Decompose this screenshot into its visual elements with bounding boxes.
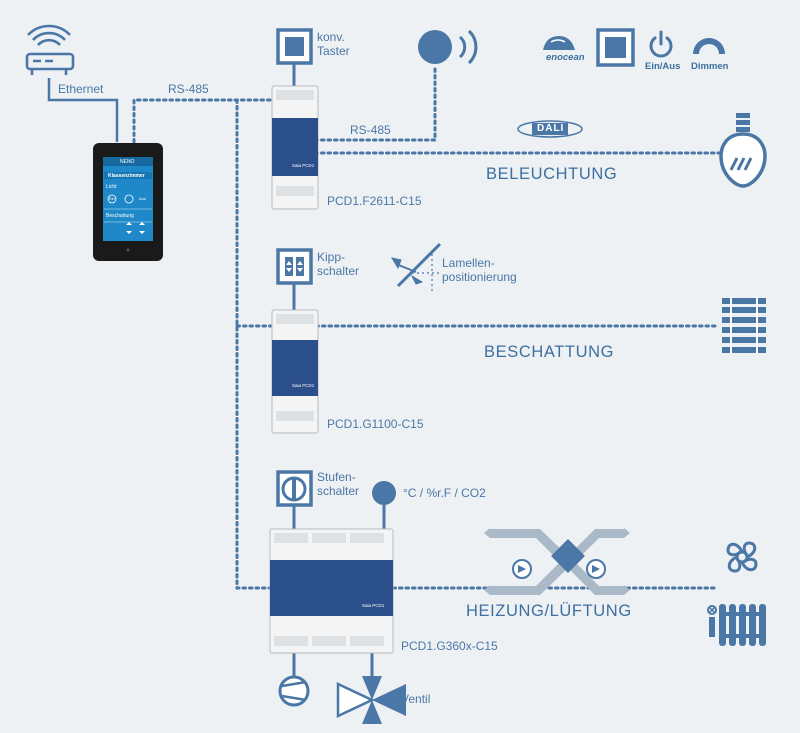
rs485-label-top: RS-485 [168,82,209,96]
heat-exchanger-icon [484,528,630,595]
temperature-sensor-icon [372,481,396,530]
bus-lines [132,64,722,590]
device-pcd1-g360x [269,528,394,654]
kippschalter-label: Kipp- schalter [317,250,360,278]
pump-icon [278,652,310,707]
dimmen-label: Dimmen [691,61,729,72]
wireless-switch-icon [596,28,635,67]
konv-taster-label: konv. Taster [317,30,350,58]
stufenschalter-label: Stufen- schalter [317,470,360,498]
lamellen-label: Lamellen- positionierung [442,256,517,284]
pcd1-g360x-label: PCD1.G360x-C15 [401,639,498,653]
sensor-icon [418,29,478,65]
bulb-icon [719,113,767,188]
device-brand-3: Saia PCD1 [362,603,385,608]
rs485-bus-sensor [313,64,437,142]
panel-licht: Licht [106,184,117,190]
valve-icon [336,652,406,724]
power-icon [649,30,673,58]
router-icon [25,24,75,75]
slat-angle-icon [390,242,442,294]
beleuchtung-heading: BELEUCHTUNG [486,165,618,183]
device-brand-1: Saia PCD1 [292,163,315,168]
device-brand-2: Saia PCD1 [292,383,315,388]
step-switch-icon [276,470,313,530]
fan-icon [726,541,758,573]
heizung-heading: HEIZUNG/LÜFTUNG [466,602,632,620]
ethernet-label: Ethernet [58,82,104,96]
dimmer-icon [693,38,725,54]
device-pcd1-g1100 [271,309,319,434]
touch-panel [93,143,163,261]
enocean-logo [543,36,575,50]
pcd1-f2611-label: PCD1.F2611-C15 [327,194,422,208]
ventil-label: Ventil [401,692,431,706]
dali-logo [517,120,583,138]
ein-aus-label: Ein/Aus [645,61,681,72]
panel-aus: Aus [139,196,146,201]
rs485-bus-top [132,98,278,144]
rocker-switch-icon [276,248,313,310]
device-pcd1-f2611 [271,85,319,210]
beschattung-heading: BESCHATTUNG [484,343,615,361]
enocean-label: enocean [546,52,585,63]
ethernet-line [47,78,119,142]
panel-ein: Ein [109,196,115,201]
rs485-label-mid: RS-485 [350,123,391,137]
panel-room: Klassenzimmer [108,173,145,179]
sensor-label: °C / %r.F / CO2 [403,486,486,500]
dali-label: DALI [537,123,565,134]
rs485-bus-main [235,98,278,590]
blinds-icon [722,296,766,354]
panel-header: NENO [120,159,135,165]
pcd1-g1100-label: PCD1.G1100-C15 [327,417,424,431]
radiator-icon [707,604,766,646]
panel-beschattung: Beschattung [106,213,134,219]
button-icon [276,28,313,86]
